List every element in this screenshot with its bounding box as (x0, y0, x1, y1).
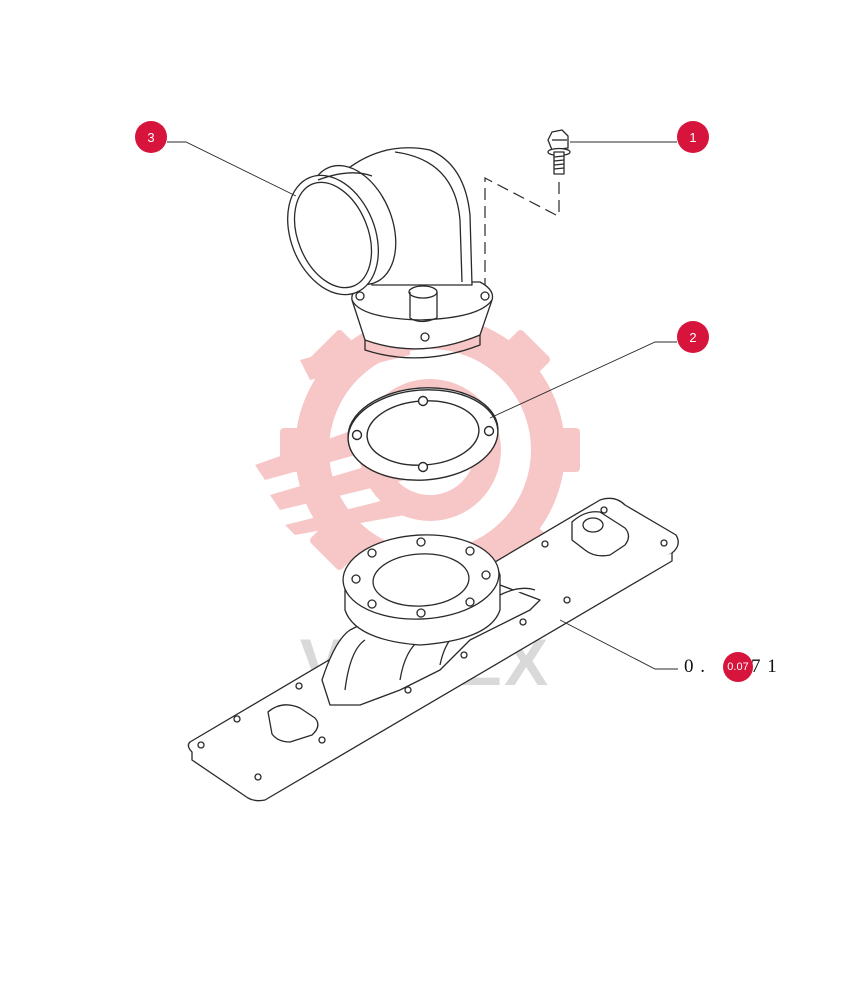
leader-line-2 (489, 341, 677, 419)
bolt-part[interactable] (547, 129, 571, 175)
gasket-part[interactable] (345, 383, 501, 485)
leader-lines (167, 141, 678, 670)
leader-line-ref (559, 619, 678, 670)
callout-2[interactable]: 2 (677, 321, 709, 353)
reference-number-suffix: 7 1 (751, 656, 778, 677)
reference-number-prefix: 0 . (684, 656, 706, 677)
callout-1[interactable]: 1 (677, 121, 709, 153)
leader-line-3 (167, 141, 297, 197)
bolt-axis-line (484, 177, 560, 285)
reference-badge[interactable]: 0.07 (723, 652, 753, 682)
intake-manifold-part[interactable] (187, 497, 679, 802)
callout-3[interactable]: 3 (135, 121, 167, 153)
elbow-pipe-part[interactable] (271, 147, 494, 359)
